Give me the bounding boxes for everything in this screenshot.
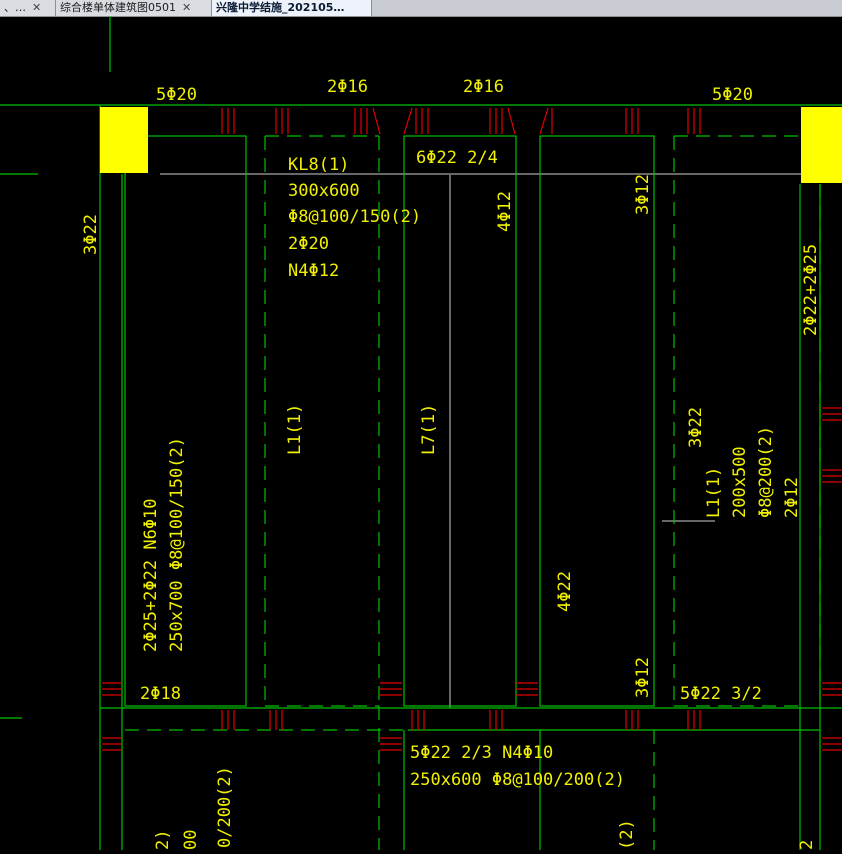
close-icon[interactable]: ✕ xyxy=(182,1,192,14)
rebar-mark xyxy=(516,682,538,696)
bottom-right-bars-label: 5Φ22 3/2 xyxy=(680,684,762,704)
l1-right-size-label: 200x500 xyxy=(730,446,750,518)
bottom-fragment-label: 00 xyxy=(181,830,201,850)
right-side-bars-label: 2Φ22+2Φ25 xyxy=(801,244,821,336)
left-side-bars-label: 3Φ22 xyxy=(81,214,101,255)
rebar-mark xyxy=(489,107,516,135)
top-left-bars-label: 5Φ20 xyxy=(156,85,197,105)
column-right[interactable] xyxy=(801,107,842,183)
cad-drawing-canvas[interactable]: 5Φ20 2Φ16 2Φ16 5Φ20 KL8(1) 300x600 Φ8@10… xyxy=(0,16,842,850)
top-mid-left-bars-label: 2Φ16 xyxy=(327,77,368,97)
l1-left-label: L1(1) xyxy=(285,404,305,455)
top-right-bars-label: 5Φ20 xyxy=(712,85,753,105)
rebar-mark xyxy=(687,108,701,134)
rebar-mark xyxy=(687,710,701,730)
bottom-fragment-label: (2) xyxy=(617,819,637,850)
kl8-size-label: 300x600 xyxy=(288,181,360,201)
column-left[interactable] xyxy=(100,107,148,173)
rebar-mark xyxy=(822,407,842,421)
annotations-vertical: 3Φ22 4Φ12 3Φ12 2Φ22+2Φ25 L1(1) L7(1) 3Φ2… xyxy=(81,174,821,850)
rebar-mark xyxy=(625,710,639,730)
rebar-mark xyxy=(822,682,842,696)
close-icon[interactable]: ✕ xyxy=(32,1,42,14)
rebar-mark xyxy=(221,108,235,134)
document-tab-bar: 、… ✕ 综合楼单体建筑图0501 ✕ 兴隆中学结施_202105… xyxy=(0,0,842,17)
rebar-mark xyxy=(403,107,429,135)
rebar-mark xyxy=(411,710,425,730)
bottom-fragment-label: 2 xyxy=(797,840,817,850)
bottom-beam-line2-label: 250x600 Φ8@100/200(2) xyxy=(410,770,625,790)
l1-right-name-label: L1(1) xyxy=(704,467,724,518)
tab-label: 、… xyxy=(4,1,26,14)
tab-building-drawing[interactable]: 综合楼单体建筑图0501 ✕ xyxy=(56,0,212,16)
rebar-mark xyxy=(822,737,842,751)
rebar-mark xyxy=(625,108,639,134)
top-mid-right-bars-label: 2Φ16 xyxy=(463,77,504,97)
bottom-beam-line1-label: 5Φ22 2/3 N4Φ10 xyxy=(410,743,553,763)
bottom-fragment-label: 0/200(2) xyxy=(215,766,235,848)
col-c-top-label: 3Φ12 xyxy=(633,174,653,215)
annotations-horizontal: 5Φ20 2Φ16 2Φ16 5Φ20 KL8(1) 300x600 Φ8@10… xyxy=(140,77,762,790)
rebar-marks xyxy=(102,107,842,751)
axis-lines xyxy=(160,173,820,708)
left-beam-line2-label: 250x700 Φ8@100/150(2) xyxy=(167,437,187,652)
kl8-name-label: KL8(1) xyxy=(288,155,349,175)
rebar-mark xyxy=(102,737,122,751)
rebar-mark xyxy=(380,682,402,696)
col-c-bottom-3-12-label: 3Φ12 xyxy=(633,657,653,698)
tab-previous-document[interactable]: 、… ✕ xyxy=(0,0,56,16)
rebar-mark xyxy=(269,710,283,730)
kl8-top-label: 2Φ20 xyxy=(288,234,329,254)
mid-top-bars-label: 6Φ22 2/4 xyxy=(416,148,498,168)
tab-structure-drawing-active[interactable]: 兴隆中学结施_202105… xyxy=(212,0,372,16)
right-3-22-label: 3Φ22 xyxy=(686,407,706,448)
rebar-mark xyxy=(354,107,381,135)
rebar-mark xyxy=(489,710,503,730)
bottom-fragment-label: 2) xyxy=(153,830,173,850)
rebar-mark xyxy=(380,737,402,751)
rebar-mark xyxy=(539,107,553,135)
rebar-mark xyxy=(221,710,235,730)
l7-label: L7(1) xyxy=(419,404,439,455)
kl8-stirrup-label: Φ8@100/150(2) xyxy=(288,207,421,227)
structural-plan-drawing[interactable]: 5Φ20 2Φ16 2Φ16 5Φ20 KL8(1) 300x600 Φ8@10… xyxy=(0,16,842,850)
dashed-beam-lines xyxy=(125,135,821,850)
col-c-bottom-4-22-label: 4Φ22 xyxy=(555,571,575,612)
left-beam-line1-label: 2Φ25+2Φ22 N6Φ10 xyxy=(141,498,161,652)
l1-right-side-label: 2Φ12 xyxy=(782,477,802,518)
col-b-bars-label: 4Φ12 xyxy=(495,191,515,232)
rebar-mark xyxy=(275,108,289,134)
bottom-left-bars-label: 2Φ18 xyxy=(140,684,181,704)
panel-d-outline xyxy=(539,135,655,707)
l1-right-stirrup-label: Φ8@200(2) xyxy=(756,426,776,518)
tab-label: 综合楼单体建筑图0501 xyxy=(60,1,176,14)
rebar-mark xyxy=(102,682,122,696)
tab-label: 兴隆中学结施_202105… xyxy=(216,1,345,14)
panel-a-outline xyxy=(124,135,247,707)
rebar-mark xyxy=(822,469,842,483)
kl8-side-label: N4Φ12 xyxy=(288,261,339,281)
panel-c-outline xyxy=(403,135,517,707)
